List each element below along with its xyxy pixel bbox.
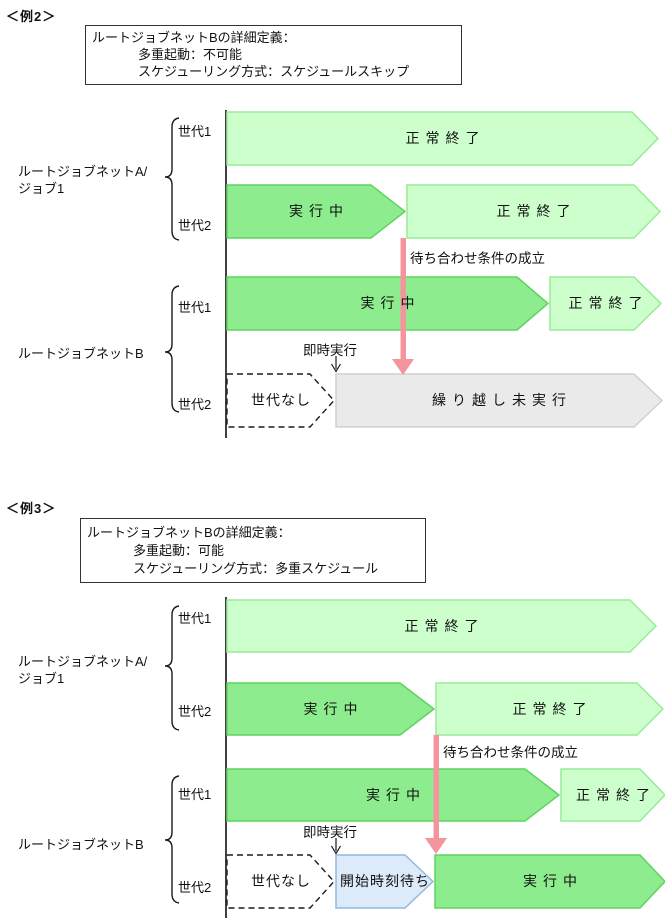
bar-label-ex2-a-gen2-running: 実行中 [289,203,349,219]
immediate-exec-arrowhead-ex3 [330,845,342,855]
wait-arrow-head-ex3 [425,838,447,854]
group-a-label-line1: ルートジョブネットA/ [18,654,148,669]
wait-condition-note-ex2: 待ち合わせ条件の成立 [410,251,545,266]
bar-ex2-b-gen2-carried-over [335,373,664,428]
gen2-label-a-ex2: 世代2 [178,218,212,233]
bar-ex2-b-gen2-no-generation [226,373,335,428]
gen2-label-b-ex3: 世代2 [178,880,212,895]
bar-label-ex2-a-gen1: 正常終了 [405,130,486,146]
gen2-label-a-ex3: 世代2 [178,704,212,719]
bar-label-ex2-b-gen2-result: 繰り越し未実行 [432,392,572,408]
definition-multi-start: 多重起動：不可能 [138,47,243,62]
definition-title: ルートジョブネットBの詳細定義： [92,30,296,45]
group-a-label-line2: ジョブ1 [18,671,65,686]
bar-label-ex2-b-gen1-done: 正常終了 [568,295,649,311]
bar-label-ex3-b-gen1-done: 正常終了 [576,787,656,803]
definition-box-ex3: ルートジョブネットBの詳細定義： 多重起動：可能 スケジューリング方式：多重スケ… [80,518,426,583]
bar-label-ex3-b-gen2-running: 実行中 [523,873,583,889]
gen2-label-b-ex2: 世代2 [178,397,212,412]
gen1-label-b-ex3: 世代1 [178,787,212,802]
bar-ex2-a-gen2-running [226,184,407,239]
definition-multi-start: 多重起動：可能 [133,543,225,558]
brace-ex2-group-b [164,285,180,413]
bar-ex3-b-gen2-no-generation [226,854,335,909]
bar-ex3-b-gen2-running [434,854,665,909]
bar-ex3-b-gen1-running [226,768,561,822]
bar-label-ex3-a-gen2-running: 実行中 [303,701,364,717]
brace-ex2-group-a [164,117,180,241]
immediate-exec-arrowhead-ex2 [330,363,342,373]
bar-ex3-a-gen2-running [226,682,436,736]
immediate-exec-note-ex2: 即時実行 [303,343,357,358]
gen1-label-a-ex2: 世代1 [178,124,212,139]
bar-label-ex3-b-gen2-none: 世代なし [251,873,311,889]
bar-ex2-a-gen2-normal-end [406,184,662,239]
gen1-label-a-ex3: 世代1 [178,611,212,626]
definition-box-ex2: ルートジョブネットBの詳細定義： 多重起動：不可能 スケジューリング方式：スケジ… [85,25,462,85]
bar-ex3-a-gen1-normal-end [226,599,658,653]
bar-label-ex3-b-gen2-waiting: 開始時刻待ち [340,873,430,889]
wait-condition-note-ex3: 待ち合わせ条件の成立 [443,745,578,760]
bar-label-ex3-a-gen1: 正常終了 [404,618,485,634]
bar-ex2-b-gen1-normal-end [549,276,663,331]
example-2-tag: ＜例2＞ [6,9,57,24]
wait-arrow-head-ex2 [392,359,414,375]
wait-arrow-shaft-ex3 [433,735,439,839]
bar-label-ex2-b-gen1-running: 実行中 [360,295,421,311]
bar-ex2-b-gen1-running [226,276,550,331]
bar-label-ex3-a-gen2-done: 正常終了 [512,701,593,717]
bar-label-ex3-b-gen1-running: 実行中 [366,787,426,803]
definition-scheduling: スケジューリング方式：多重スケジュール [133,561,379,576]
example-3-tag: ＜例3＞ [6,501,57,516]
bar-ex3-b-gen1-normal-end [560,768,665,822]
gen1-label-b-ex2: 世代1 [178,300,212,315]
group-a-label-line1: ルートジョブネットA/ [18,164,148,179]
group-b-label: ルートジョブネットB [18,346,144,361]
brace-ex3-group-a [164,605,180,731]
group-a-label-line2: ジョブ1 [18,181,65,196]
brace-ex3-group-b [164,775,180,904]
bar-ex3-a-gen2-normal-end [435,682,665,736]
definition-title: ルートジョブネットBの詳細定義： [87,525,291,540]
definition-scheduling: スケジューリング方式：スケジュールスキップ [138,64,410,79]
group-b-label: ルートジョブネットB [18,837,144,852]
wait-arrow-shaft-ex2 [400,238,406,360]
bar-ex3-b-gen2-waiting-start-time [335,854,435,909]
bar-label-ex2-b-gen2-none: 世代なし [251,392,311,408]
bar-ex2-a-gen1-normal-end [226,111,660,166]
immediate-exec-note-ex3: 即時実行 [303,825,357,840]
bar-label-ex2-a-gen2-done: 正常終了 [496,203,577,219]
